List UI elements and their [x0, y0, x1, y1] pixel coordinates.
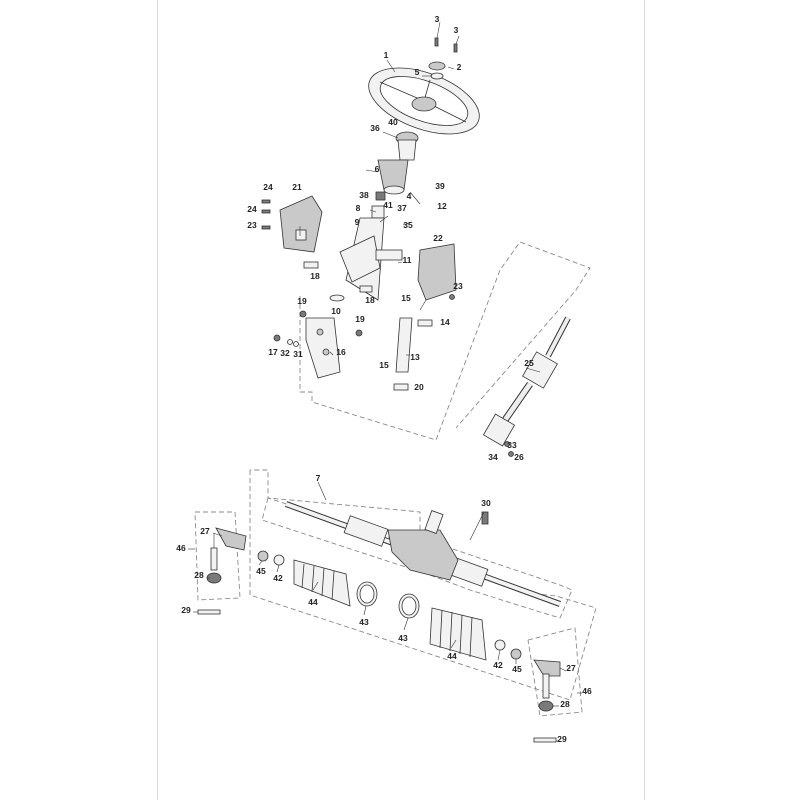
boot-right	[429, 607, 487, 661]
rack-inner-outline	[261, 497, 573, 619]
callout-label: 44	[308, 597, 318, 607]
callout-label: 16	[336, 347, 346, 357]
callout-label: 42	[273, 573, 283, 583]
callout-label: 46	[582, 686, 592, 696]
horn-cap	[428, 61, 446, 71]
tie-rod-end-left	[215, 527, 247, 551]
callout-label: 23	[453, 281, 463, 291]
callout-label: 22	[433, 233, 443, 243]
callout-label: 24	[263, 182, 273, 192]
callout-label: 40	[388, 117, 398, 127]
callout-label: 4	[407, 191, 412, 201]
tie-rod-right-outline	[527, 627, 583, 717]
callout-label: 20	[414, 382, 424, 392]
callout-label: 34	[488, 452, 498, 462]
callout-label: 9	[355, 217, 360, 227]
callout-label: 35	[403, 220, 413, 230]
bracket-16	[305, 317, 341, 379]
callout-label: 28	[194, 570, 204, 580]
callout-label: 6	[375, 164, 380, 174]
right-cover	[417, 243, 457, 301]
callout-label: 41	[383, 200, 393, 210]
callout-label: 45	[512, 664, 522, 674]
callout-label: 39	[435, 181, 445, 191]
callout-label: 19	[355, 314, 365, 324]
callout-label: 30	[481, 498, 491, 508]
callout-label: 43	[398, 633, 408, 643]
callout-label: 5	[415, 67, 420, 77]
callout-label: 10	[331, 306, 341, 316]
callout-label: 37	[397, 203, 407, 213]
leader-lines	[188, 21, 582, 742]
callout-label: 15	[401, 293, 411, 303]
callout-label: 14	[440, 317, 450, 327]
callout-label: 13	[410, 352, 420, 362]
callout-label: 7	[316, 473, 321, 483]
callout-label: 28	[560, 699, 570, 709]
callout-label: 24	[247, 204, 257, 214]
callout-label: 21	[292, 182, 302, 192]
boots-and-tierods	[197, 527, 561, 743]
callout-label: 18	[365, 295, 375, 305]
callout-label: 46	[176, 543, 186, 553]
callout-label: 18	[310, 271, 320, 281]
steering-wheel-group	[368, 37, 480, 195]
callout-label: 32	[280, 348, 290, 358]
pinion-housing	[387, 529, 459, 581]
callout-label: 36	[370, 123, 380, 133]
steering-column-outline	[299, 241, 591, 441]
callout-label: 3	[435, 14, 440, 24]
gas-strut	[395, 317, 413, 373]
callout-labels: 1233456789101112131415151617181819192021…	[176, 14, 592, 744]
tie-rod-left-outline	[194, 511, 241, 601]
tie-rod-end-right	[533, 659, 561, 677]
callout-label: 1	[384, 50, 389, 60]
rack-and-pinion	[284, 501, 562, 607]
callout-label: 38	[359, 190, 369, 200]
callout-label: 42	[493, 660, 503, 670]
callout-label: 43	[359, 617, 369, 627]
column-boot	[377, 159, 409, 191]
callout-label: 45	[256, 566, 266, 576]
column-group	[261, 191, 457, 391]
callout-label: 25	[524, 358, 534, 368]
callout-label: 27	[200, 526, 210, 536]
callout-label: 33	[507, 440, 517, 450]
callout-label: 2	[457, 62, 462, 72]
callout-label: 29	[557, 734, 567, 744]
callout-label: 29	[181, 605, 191, 615]
callout-label: 31	[293, 349, 303, 359]
callout-label: 12	[437, 201, 447, 211]
callout-label: 26	[514, 452, 524, 462]
callout-label: 19	[297, 296, 307, 306]
callout-label: 11	[403, 255, 412, 265]
left-cover	[279, 195, 323, 253]
callout-label: 3	[454, 25, 459, 35]
callout-label: 17	[268, 347, 278, 357]
callout-label: 15	[379, 360, 389, 370]
callout-label: 44	[447, 651, 457, 661]
intermediate-shaft	[482, 316, 571, 457]
callout-label: 27	[566, 663, 576, 673]
boot-left	[293, 559, 351, 607]
callout-label: 23	[247, 220, 257, 230]
callout-label: 8	[356, 203, 361, 213]
assembly-outlines	[194, 241, 597, 717]
